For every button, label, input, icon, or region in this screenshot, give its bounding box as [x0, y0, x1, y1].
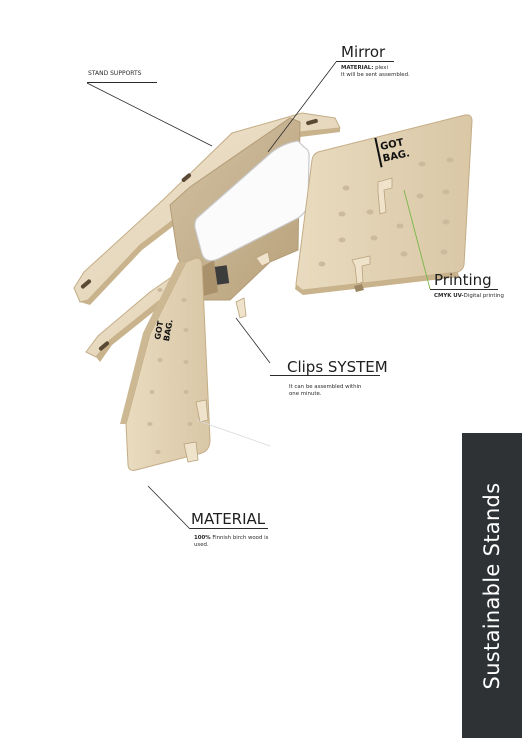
left-front-panel [125, 257, 211, 471]
printing-title: Printing [434, 271, 492, 289]
material-underline [190, 528, 268, 529]
material-title: MATERIAL [191, 510, 266, 528]
printing-method-key: CMYK UV- [434, 293, 464, 299]
printing-leader [403, 189, 431, 290]
material-text-line2: used. [194, 542, 209, 549]
printing-method-value: Digital printing [463, 293, 504, 299]
clips-note-line2: one minute. [289, 391, 322, 398]
got-bag-logo-left: GOT BAG. [153, 319, 175, 342]
mirror-material-value: plexi [373, 65, 388, 71]
stand-supports-underline [87, 82, 157, 83]
mirror-note: It will be sent assembled. [341, 72, 410, 79]
material-text: Finnish birch wood is [210, 535, 269, 541]
clip-piece [183, 441, 199, 463]
callout-lines [86, 61, 337, 530]
got-bag-logo-right: GOT BAG. [374, 137, 411, 168]
mirror-description: MATERIAL: plexi It will be sent assemble… [341, 65, 410, 80]
side-title-panel: Sustainable Stands [462, 433, 522, 738]
clips-underline [270, 375, 380, 376]
mirror-title: Mirror [341, 43, 386, 61]
clips-title: Clips SYSTEM [287, 358, 388, 376]
material-description: 100% Finnish birch wood is used. [194, 535, 268, 550]
svg-text:BAG.: BAG. [162, 319, 175, 342]
svg-text:GOT: GOT [153, 320, 165, 341]
printing-description: CMYK UV-Digital printing [434, 293, 504, 300]
clip-piece [235, 297, 247, 319]
side-title: Sustainable Stands [480, 482, 504, 689]
material-percent: 100% [194, 535, 211, 541]
clips-description: It can be assembled within one minute. [289, 384, 361, 399]
mirror-underline [336, 61, 394, 62]
clips-note-line1: It can be assembled within [289, 384, 362, 390]
printing-underline [430, 289, 498, 290]
logo-line1: GOT [379, 137, 404, 153]
stand-supports-label: STAND SUPPORTS [88, 70, 142, 77]
mirror-material-key: MATERIAL: [341, 65, 374, 71]
